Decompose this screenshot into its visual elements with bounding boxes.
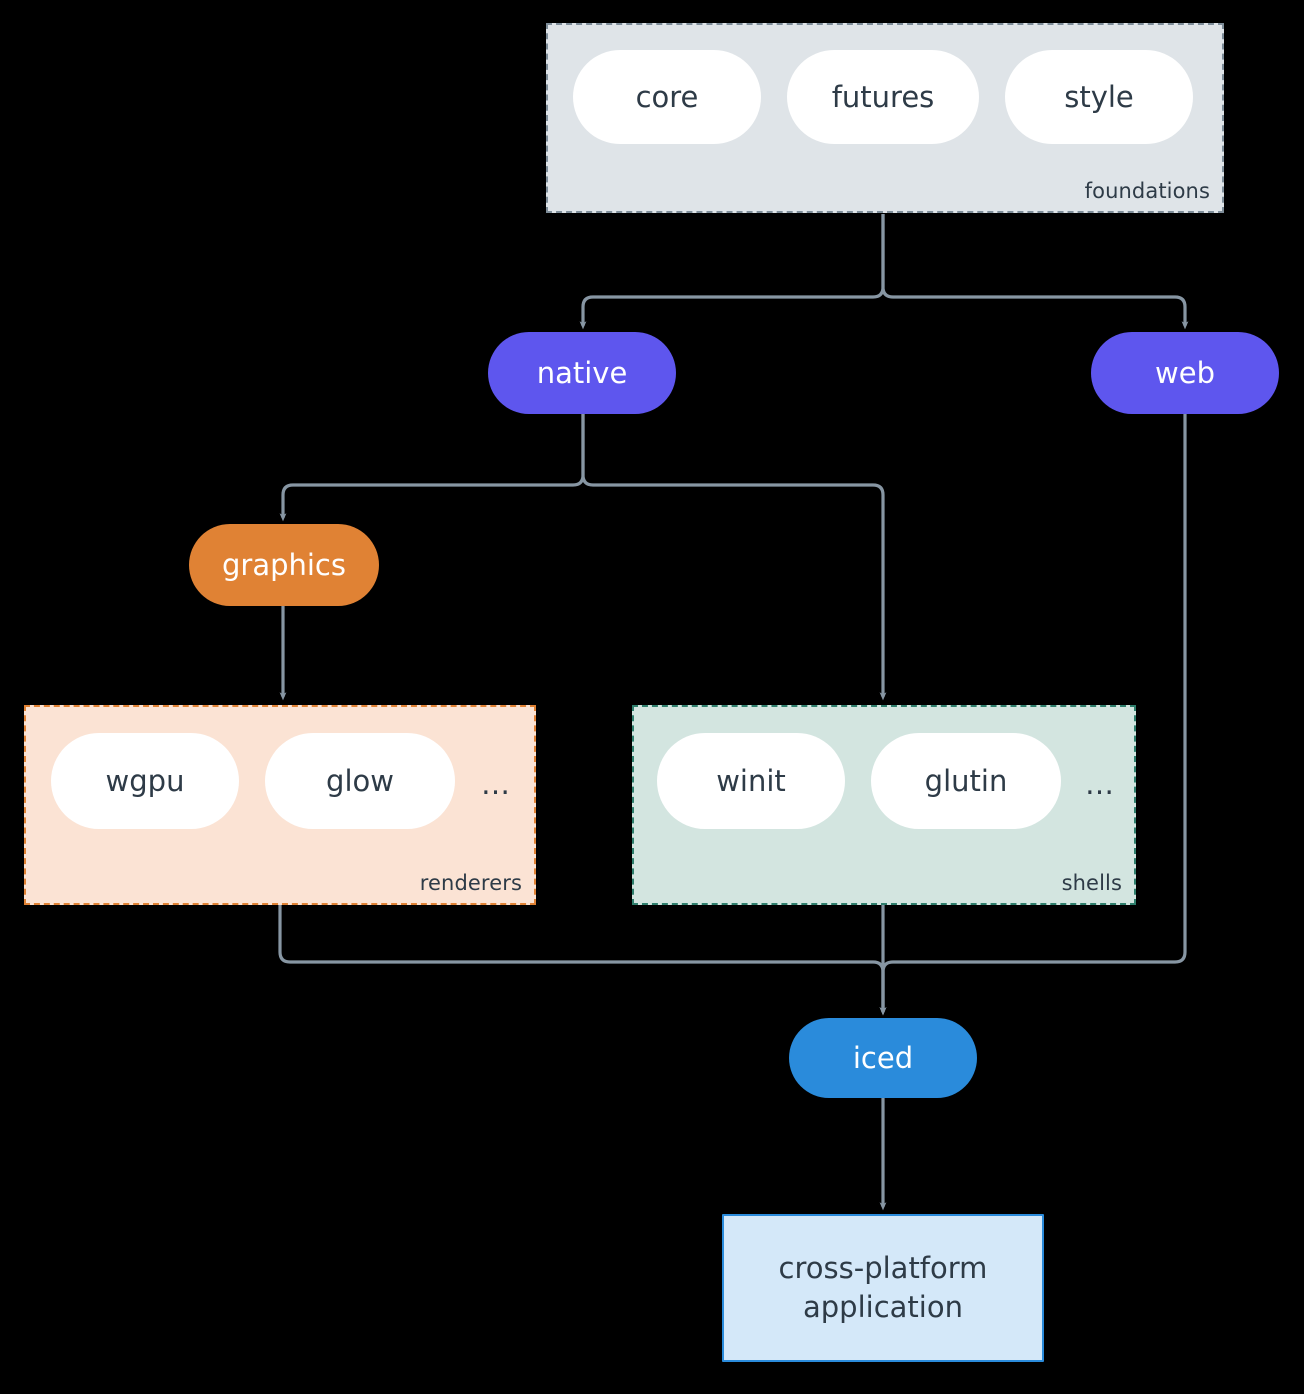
node-label-core: core	[635, 80, 699, 114]
node-label-cross-platform-application: cross-platform application	[778, 1250, 988, 1324]
node-glutin[interactable]: glutin	[871, 733, 1061, 829]
cluster-label-shells: shells	[1061, 871, 1122, 895]
node-core[interactable]: core	[573, 50, 761, 144]
node-cross-platform-application[interactable]: cross-platform application	[722, 1214, 1044, 1362]
edge-web-iced	[879, 414, 1187, 1016]
cluster-label-foundations: foundations	[1084, 179, 1210, 203]
node-label-futures: futures	[831, 80, 935, 114]
edge-foundations-native	[579, 214, 885, 330]
edge-foundations-web	[881, 214, 1189, 330]
node-label-winit: winit	[716, 764, 786, 798]
node-label-native: native	[536, 356, 628, 390]
node-graphics[interactable]: graphics	[189, 524, 379, 606]
cluster-label-renderers: renderers	[419, 871, 522, 895]
edge-native-graphics	[279, 414, 585, 522]
node-label-glow: glow	[326, 764, 394, 798]
node-label-graphics: graphics	[221, 548, 346, 582]
node-label-glutin: glutin	[924, 764, 1008, 798]
node-style[interactable]: style	[1005, 50, 1193, 144]
renderers-ellipsis: …	[481, 767, 511, 801]
node-iced[interactable]: iced	[789, 1018, 977, 1098]
node-native[interactable]: native	[488, 332, 676, 414]
node-futures[interactable]: futures	[787, 50, 979, 144]
node-label-web: web	[1155, 356, 1215, 390]
node-label-iced: iced	[852, 1041, 914, 1075]
shells-ellipsis: …	[1085, 767, 1115, 801]
edge-renderers-iced	[278, 905, 887, 1016]
node-winit[interactable]: winit	[657, 733, 845, 829]
node-wgpu[interactable]: wgpu	[51, 733, 239, 829]
node-label-wgpu: wgpu	[105, 764, 185, 798]
node-glow[interactable]: glow	[265, 733, 455, 829]
edge-native-shells	[581, 414, 887, 701]
node-label-style: style	[1064, 80, 1134, 114]
node-web[interactable]: web	[1091, 332, 1279, 414]
